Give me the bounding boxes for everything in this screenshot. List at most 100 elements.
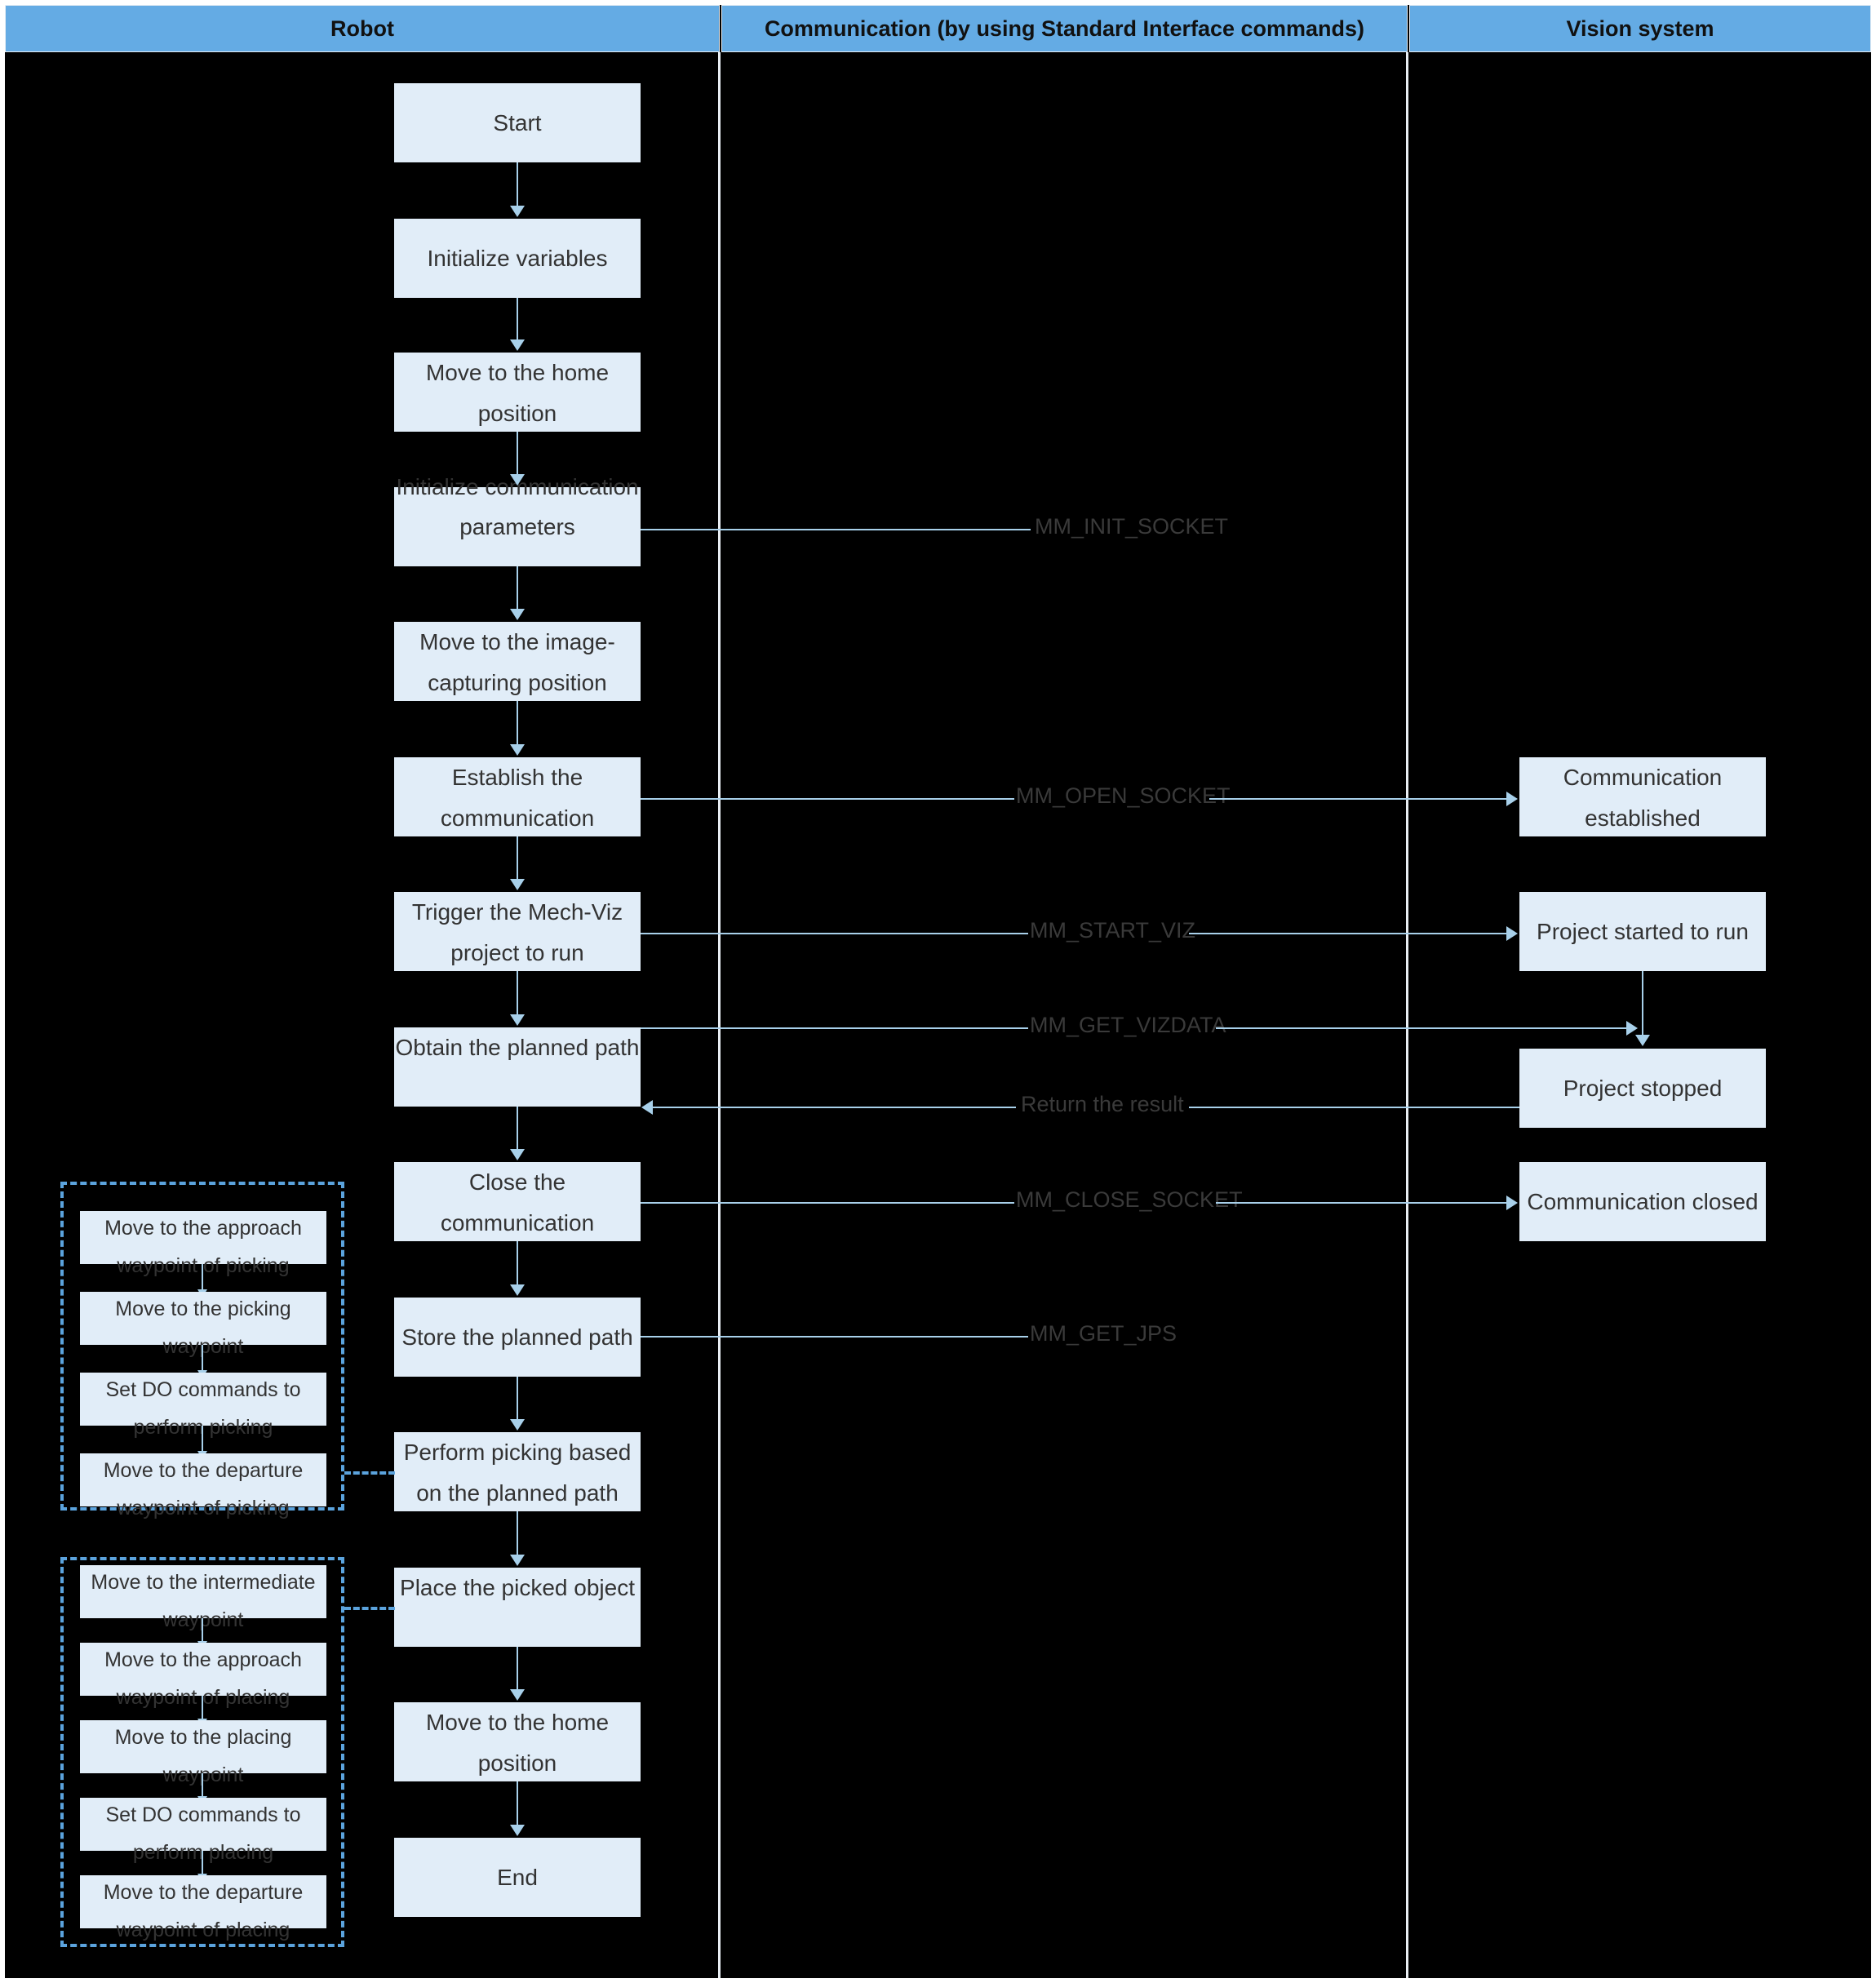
connector-init-vars-to-home1 [517, 298, 518, 341]
flow-box-trigger-viz-label: Trigger the Mech-Viz project to run [411, 899, 623, 965]
subflow-box-pick-do: Set DO commands to perform picking [80, 1373, 326, 1439]
flow-box-home-2: Move to the home position [394, 1702, 641, 1781]
subflow-box-place-intermediate: Move to the intermediate waypoint [80, 1565, 326, 1631]
command-label-mm-close-socket: MM_CLOSE_SOCKET [1016, 1187, 1243, 1212]
command-label-mm-init-socket: MM_INIT_SOCKET [1035, 514, 1229, 539]
flow-box-close-comm-label: Close the communication [440, 1169, 595, 1235]
subflow-box-place-departure-label: Move to the departure waypoint of placin… [103, 1881, 304, 1941]
flow-box-image-pos-label: Move to the image-capturing position [419, 629, 615, 695]
connector-image-pos-to-establish [517, 701, 518, 746]
arrowhead-obtain-path [510, 1014, 525, 1026]
vision-box-project-stopped: Project stopped [1519, 1049, 1766, 1128]
flow-box-perform-pick: Perform picking based on the planned pat… [394, 1432, 641, 1511]
lane-header-vision: Vision system [1409, 5, 1871, 52]
flow-box-init-vars-label: Initialize variables [427, 246, 608, 271]
flow-box-home-1: Move to the home position [394, 353, 641, 432]
command-label-return-result: Return the result [1016, 1092, 1189, 1117]
command-line-mm-start-viz-right [1189, 933, 1508, 934]
subflow-box-place-waypoint: Move to the placing waypoint [80, 1720, 326, 1786]
dashed-link-picking-group [344, 1471, 395, 1475]
placing-subflow-group [60, 1557, 344, 1947]
connector-pick-approach-to-waypoint [202, 1264, 203, 1291]
command-line-mm-close-socket-left [641, 1202, 1014, 1204]
arrowhead-perform-pick [510, 1419, 525, 1431]
arrowhead-home-1 [510, 339, 525, 351]
arrowhead-mm-close-socket [1506, 1196, 1518, 1210]
command-line-mm-get-jps [641, 1336, 1028, 1338]
arrowhead-trigger-viz [510, 879, 525, 890]
flow-box-start-label: Start [493, 110, 542, 135]
arrowhead-establish [510, 744, 525, 756]
command-label-mm-open-socket: MM_OPEN_SOCKET [1016, 783, 1231, 808]
lane-header-robot: Robot [5, 5, 720, 52]
command-label-mm-get-vizdata: MM_GET_VIZDATA [1030, 1013, 1226, 1037]
command-line-mm-get-vizdata-right [1216, 1027, 1628, 1029]
connector-close-to-store [517, 1241, 518, 1286]
connector-home1-to-init-comm [517, 432, 518, 476]
connector-place-to-home2 [517, 1647, 518, 1691]
flow-box-establish-label: Establish the communication [440, 765, 595, 831]
flow-box-store-path: Store the planned path [394, 1298, 641, 1377]
flow-box-close-comm: Close the communication [394, 1162, 641, 1241]
flow-box-trigger-viz: Trigger the Mech-Viz project to run [394, 892, 641, 971]
connector-project-started-to-stopped [1642, 971, 1643, 1037]
connector-place-waypoint-to-do [202, 1773, 203, 1798]
flow-box-obtain-path: Obtain the planned path [394, 1027, 641, 1107]
subflow-box-place-approach-label: Move to the approach waypoint of placing [104, 1648, 302, 1709]
flow-box-end: End [394, 1838, 641, 1917]
connector-place-approach-to-waypoint [202, 1696, 203, 1720]
subflow-box-place-departure: Move to the departure waypoint of placin… [80, 1875, 326, 1941]
flow-box-image-pos: Move to the image-capturing position [394, 622, 641, 701]
command-label-mm-start-viz: MM_START_VIZ [1030, 918, 1196, 943]
arrowhead-close-comm [510, 1149, 525, 1160]
dashed-link-placing-group [344, 1607, 395, 1610]
arrowhead-image-pos [510, 609, 525, 620]
flow-box-place-object: Place the picked object [394, 1568, 641, 1647]
vision-box-project-stopped-label: Project stopped [1563, 1076, 1723, 1101]
arrowhead-home-2 [510, 1689, 525, 1701]
subflow-box-place-waypoint-label: Move to the placing waypoint [114, 1726, 292, 1786]
subflow-box-pick-approach: Move to the approach waypoint of picking [80, 1211, 326, 1277]
flow-box-start: Start [394, 83, 641, 162]
arrowhead-place-object [510, 1555, 525, 1566]
flow-box-perform-pick-label: Perform picking based on the planned pat… [403, 1440, 632, 1506]
flow-box-establish: Establish the communication [394, 757, 641, 836]
subflow-box-place-intermediate-label: Move to the intermediate waypoint [91, 1571, 316, 1631]
command-line-mm-start-viz-left [641, 933, 1028, 934]
lane-divider-2 [1406, 52, 1408, 1978]
lane-header-communication: Communication (by using Standard Interfa… [721, 5, 1408, 52]
arrowhead-init-vars [510, 206, 525, 217]
subflow-box-pick-do-label: Set DO commands to perform picking [105, 1378, 301, 1439]
flow-box-end-label: End [497, 1865, 538, 1890]
arrowhead-init-comm [510, 474, 525, 486]
command-line-mm-init-socket [641, 529, 1031, 530]
connector-init-comm-to-image-pos [517, 566, 518, 610]
connector-perform-to-place [517, 1511, 518, 1556]
subflow-box-pick-waypoint-label: Move to the picking waypoint [115, 1298, 291, 1358]
subflow-box-place-do-label: Set DO commands to perform placing [105, 1803, 301, 1864]
connector-place-do-to-departure [202, 1851, 203, 1875]
connector-pick-do-to-departure [202, 1426, 203, 1453]
vision-box-comm-closed: Communication closed [1519, 1162, 1766, 1241]
vision-box-project-started-label: Project started to run [1537, 919, 1749, 944]
flow-box-place-object-label: Place the picked object [400, 1575, 635, 1600]
arrowhead-mm-start-viz [1506, 926, 1518, 941]
flow-box-home-2-label: Move to the home position [425, 1710, 610, 1776]
swimlane-header-row: Robot Communication (by using Standard I… [5, 5, 1871, 52]
arrowhead-return-result [641, 1100, 653, 1115]
subflow-box-pick-departure-label: Move to the departure waypoint of pickin… [103, 1459, 304, 1519]
vision-box-comm-established-label: Communication established [1563, 765, 1723, 831]
flow-box-home-1-label: Move to the home position [425, 360, 610, 426]
lane-divider-1 [718, 52, 721, 1978]
connector-pick-waypoint-to-do [202, 1345, 203, 1372]
connector-obtain-to-close [517, 1107, 518, 1151]
connector-store-to-perform [517, 1377, 518, 1421]
vision-box-comm-established: Communication established [1519, 757, 1766, 836]
flow-box-init-vars: Initialize variables [394, 219, 641, 298]
connector-start-to-init-vars [517, 162, 518, 207]
arrowhead-mm-get-vizdata [1626, 1021, 1638, 1036]
subflow-box-pick-departure: Move to the departure waypoint of pickin… [80, 1453, 326, 1519]
command-line-mm-close-socket-right [1216, 1202, 1508, 1204]
flow-box-init-comm: Initialize communication parameters [394, 474, 641, 566]
